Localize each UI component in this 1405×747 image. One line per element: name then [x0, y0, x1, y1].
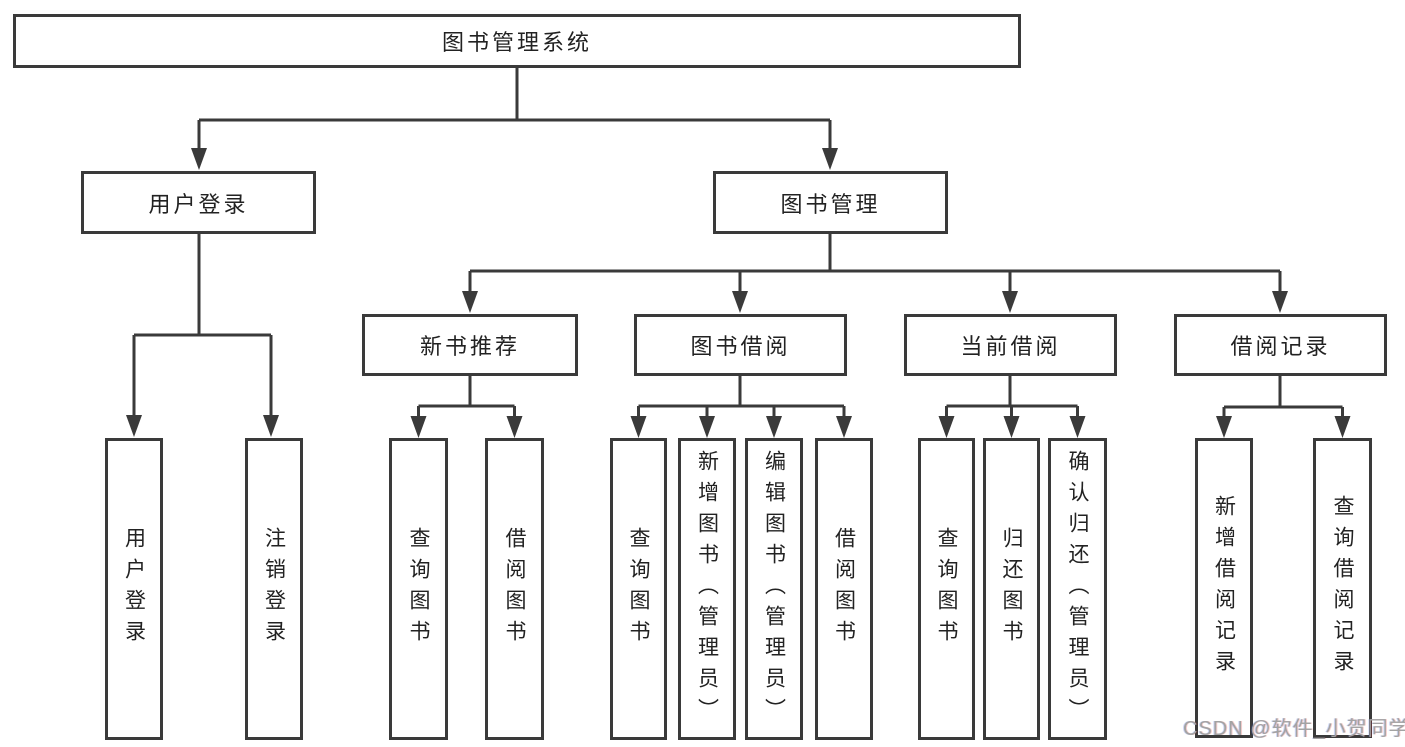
node-logout-leaf-label: 注销登录 — [262, 527, 286, 651]
node-bb-add-book-admin-label: 新增图书（管理员） — [695, 449, 719, 729]
arrow-bb-edit — [766, 416, 782, 438]
arrow-cb-return — [1003, 416, 1020, 438]
node-new-book-rec-label: 新书推荐 — [419, 334, 520, 359]
arrow-new-book-rec — [462, 291, 478, 313]
node-book-borrow-label: 图书借阅 — [690, 334, 791, 359]
node-current-borrow-label: 当前借阅 — [960, 334, 1061, 359]
edge-new-book-split — [417, 376, 516, 419]
node-new-book-rec: 新书推荐 — [362, 314, 578, 376]
node-root-label: 图书管理系统 — [441, 30, 592, 55]
watermark: CSDN @软件_小贺同学 — [1183, 718, 1405, 740]
node-cb-query-book: 查询图书 — [918, 438, 975, 740]
node-user-login-label: 用户登录 — [148, 191, 249, 217]
arrow-borrow-record — [1272, 291, 1288, 313]
node-nbr-query-book: 查询图书 — [389, 438, 448, 740]
node-logout-leaf: 注销登录 — [245, 438, 303, 740]
node-book-borrow: 图书借阅 — [634, 314, 847, 376]
node-br-query-record: 查询借阅记录 — [1313, 438, 1372, 738]
arrow-book-mgmt — [822, 148, 838, 170]
node-bb-edit-book-admin-label: 编辑图书（管理员） — [762, 449, 786, 729]
node-bb-borrow-book: 借阅图书 — [815, 438, 873, 740]
node-br-add-record-label: 新增借阅记录 — [1212, 495, 1236, 681]
edge-record-split — [1222, 376, 1344, 419]
node-bb-query-book-label: 查询图书 — [627, 527, 650, 651]
arrow-bb-query — [630, 416, 647, 438]
node-user-login-leaf: 用户登录 — [105, 438, 163, 740]
arrow-cb-confirm — [1069, 416, 1086, 438]
node-nbr-borrow-book-label: 借阅图书 — [503, 527, 526, 651]
edge-book-borrow-split — [637, 376, 846, 419]
edge-user-login-split — [132, 234, 273, 418]
edge-root-split — [197, 68, 832, 152]
node-book-mgmt: 图书管理 — [713, 171, 948, 234]
node-borrow-record: 借阅记录 — [1174, 314, 1387, 376]
node-cb-query-book-label: 查询图书 — [935, 527, 958, 651]
node-root: 图书管理系统 — [13, 14, 1021, 68]
arrow-book-borrow — [732, 291, 748, 313]
arrow-nbr-query — [410, 416, 427, 438]
arrow-cb-query — [938, 416, 955, 438]
arrow-user-login — [191, 148, 207, 170]
arrow-logout-leaf — [263, 415, 279, 437]
edge-current-borrow-split — [945, 376, 1079, 419]
arrow-br-add — [1216, 416, 1232, 438]
arrow-current-borrow — [1002, 291, 1018, 313]
node-user-login-leaf-label: 用户登录 — [122, 527, 146, 651]
node-cb-confirm-return-admin-label: 确认归还（管理员） — [1066, 449, 1089, 729]
node-nbr-borrow-book: 借阅图书 — [485, 438, 544, 740]
node-cb-return-book-label: 归还图书 — [1000, 527, 1023, 651]
node-book-mgmt-label: 图书管理 — [780, 191, 881, 217]
node-bb-edit-book-admin: 编辑图书（管理员） — [745, 438, 803, 740]
arrow-nbr-borrow — [506, 416, 523, 438]
node-bb-query-book: 查询图书 — [610, 438, 667, 740]
arrow-user-login-leaf — [126, 415, 142, 437]
node-cb-return-book: 归还图书 — [983, 438, 1040, 740]
node-borrow-record-label: 借阅记录 — [1230, 334, 1331, 359]
node-br-add-record: 新增借阅记录 — [1195, 438, 1253, 738]
node-current-borrow: 当前借阅 — [904, 314, 1117, 376]
node-bb-borrow-book-label: 借阅图书 — [832, 527, 856, 651]
node-user-login: 用户登录 — [81, 171, 316, 234]
node-bb-add-book-admin: 新增图书（管理员） — [678, 438, 736, 740]
node-br-query-record-label: 查询借阅记录 — [1331, 495, 1354, 681]
edge-book-mgmt-split — [468, 234, 1282, 294]
arrow-bb-add — [699, 416, 715, 438]
arrow-bb-borrow — [836, 416, 852, 438]
node-nbr-query-book-label: 查询图书 — [407, 527, 430, 651]
arrow-br-query — [1334, 416, 1351, 438]
node-cb-confirm-return-admin: 确认归还（管理员） — [1048, 438, 1107, 740]
